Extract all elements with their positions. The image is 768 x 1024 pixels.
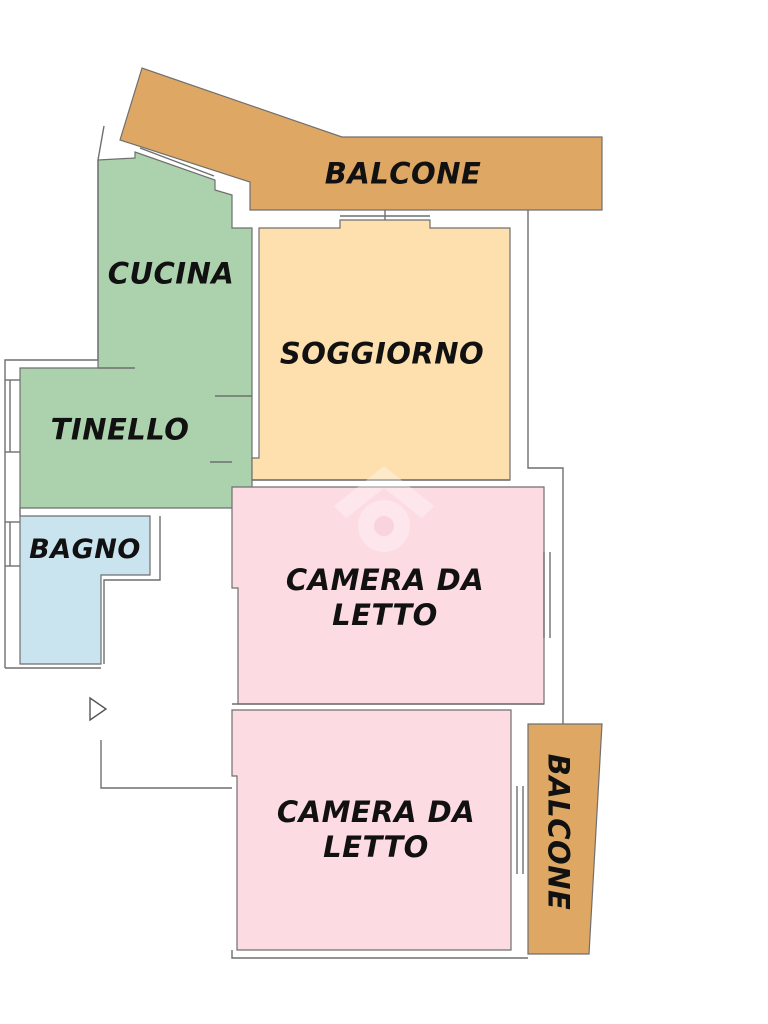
walls — [4, 125, 564, 959]
cucina-label: CUCINA — [107, 256, 235, 291]
tinello-label: TINELLO — [50, 412, 190, 447]
balcone-right-label: BALCONE — [541, 753, 576, 911]
soggiorno-area — [251, 219, 511, 481]
camera-1-label: CAMERA DA LETTO — [285, 563, 485, 632]
balcone-right-area — [527, 723, 603, 955]
bagno-area — [19, 515, 151, 665]
camera-2-area — [231, 709, 512, 951]
cucina-tinello-area — [19, 151, 253, 509]
balcone-top-label: BALCONE — [324, 156, 482, 191]
balcone-top-area — [119, 67, 603, 211]
entrance-triangle-icon — [89, 696, 108, 722]
home-logo-icon — [334, 466, 434, 552]
soggiorno-label: SOGGIORNO — [279, 336, 485, 371]
camera-2-label: CAMERA DA LETTO — [276, 795, 476, 864]
bagno-label: BAGNO — [29, 533, 141, 565]
